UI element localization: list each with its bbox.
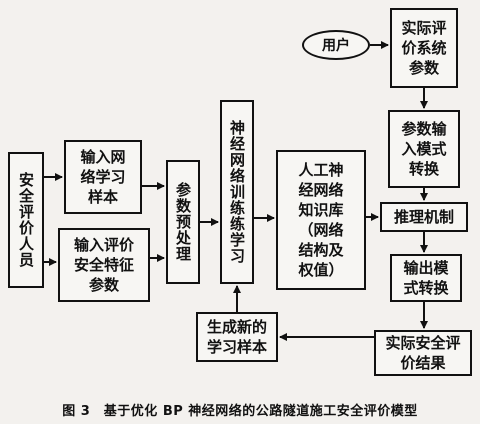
input-network-samples-box: 输入网 络学习 样本 (64, 140, 142, 214)
knowledge-base-box: 人工神 经网络 知识库 （网络 结构及 权值） (276, 150, 366, 290)
output-conversion-box: 输出模 式转换 (390, 254, 462, 302)
user-ellipse: 用户 (302, 30, 370, 60)
param-input-conversion-box: 参数输 入模式 转换 (388, 110, 460, 188)
safety-evaluator-box: 安全评价人员 (8, 152, 44, 288)
nn-training-box: 神经网络训练练学习 (220, 100, 254, 284)
new-samples-box: 生成新的 学习样本 (196, 312, 278, 362)
input-safety-features-box: 输入评价 安全特征 参数 (58, 228, 150, 302)
actual-eval-params-box: 实际评 价系统 参数 (390, 8, 458, 88)
figure-caption: 图 3 基于优化 BP 神经网络的公路隧道施工安全评价模型 (62, 404, 418, 419)
preprocessing-box: 参数预处理 (166, 160, 200, 284)
actual-safety-result-box: 实际安全评 价结果 (374, 330, 472, 376)
inference-box: 推理机制 (380, 202, 468, 232)
